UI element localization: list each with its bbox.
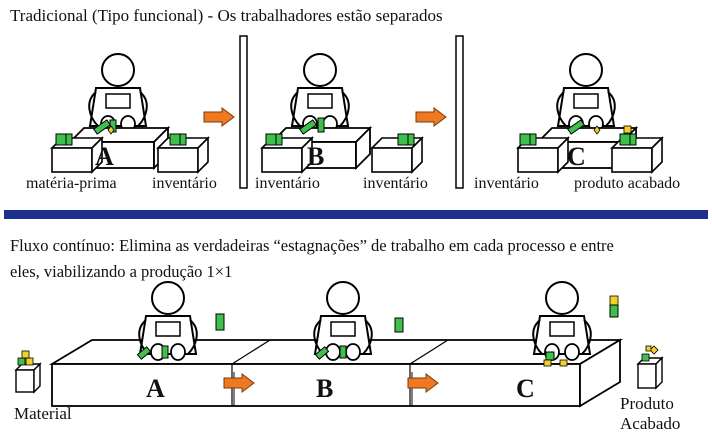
label-inventory: inventário (152, 175, 217, 192)
station-c-top (517, 53, 663, 173)
label-finished-line1: Produto (620, 394, 674, 413)
arrow-icon (415, 107, 447, 127)
finished-box (636, 345, 664, 390)
label-inventory: inventário (474, 175, 539, 192)
station-letter-c: C (516, 374, 535, 403)
label-inventory: inventário (363, 175, 428, 192)
station-letter-a: A (95, 142, 114, 171)
station-letter-c: C (567, 142, 586, 171)
label-material: Material (14, 404, 72, 423)
label-finished-line2: Acabado (620, 414, 681, 433)
continuous-flow-text-line2: eles, viabilizando a produção 1×1 (10, 262, 233, 281)
station-b-bottom (313, 281, 404, 361)
material-box (14, 350, 42, 394)
label-raw-material: matéria-prima (26, 175, 117, 192)
station-c-bottom (532, 281, 619, 367)
section-divider (4, 210, 708, 219)
separator-wall (239, 35, 248, 189)
station-letter-a: A (146, 374, 165, 403)
station-a-bottom (136, 281, 225, 361)
station-letter-b: B (316, 374, 334, 403)
continuous-flow-text-line1: Fluxo contínuo: Elimina as verdadeiras “… (10, 236, 614, 255)
separator-wall (455, 35, 464, 189)
label-finished-product: produto acabado (574, 175, 681, 192)
station-letter-b: B (307, 142, 325, 171)
arrow-icon (203, 107, 235, 127)
traditional-title: Tradicional (Tipo funcional) - Os trabal… (10, 6, 443, 25)
station-b-top (261, 53, 423, 173)
station-a-top (51, 53, 209, 173)
label-inventory: inventário (255, 175, 320, 192)
